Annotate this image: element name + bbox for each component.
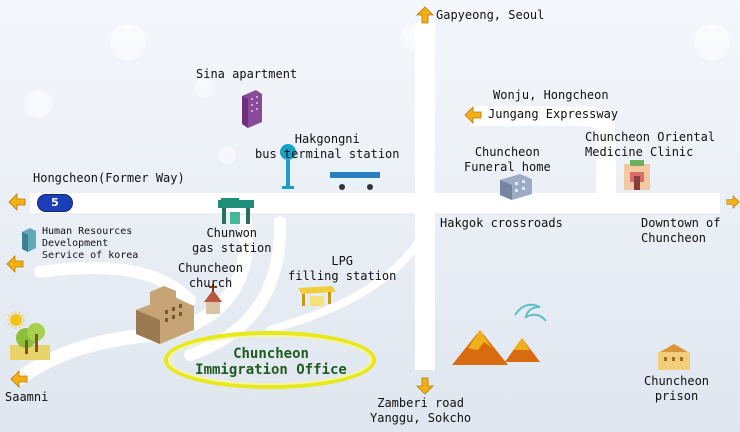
label-funeral-line1: Chuncheon	[474, 145, 540, 159]
church-icon	[204, 284, 222, 314]
label-hakgongni-line1: Hakgongni	[294, 132, 360, 146]
arrow-left-icon	[10, 370, 28, 388]
sparkles	[24, 24, 730, 164]
label-jungang: Jungang Expressway	[488, 107, 619, 121]
label-gapyeong: Gapyeong, Seoul	[436, 8, 545, 22]
prison-icon	[658, 344, 690, 370]
label-gs-line1: Chunwon	[206, 226, 258, 240]
label-prison-line1: Chuncheon	[644, 374, 710, 388]
label-hakgongni: Hakgongni bus terminal station	[255, 132, 400, 162]
label-immigration-line2: Immigration Office	[195, 362, 347, 378]
label-hr-line3: Service of korea	[42, 250, 139, 261]
label-zamberi-line2: Yanggu, Sokcho	[370, 411, 472, 425]
hr-building-icon	[22, 228, 36, 252]
main-road-vertical	[415, 22, 435, 370]
label-zamberi: Zamberi road Yanggu, Sokcho	[370, 396, 471, 426]
label-prison: Chuncheon prison	[644, 374, 709, 404]
bus-icon	[330, 168, 380, 190]
arrow-down-icon	[416, 377, 434, 395]
label-immigration-office[interactable]: Chuncheon Immigration Office	[176, 346, 366, 378]
label-downtown: Downtown of Chuncheon	[641, 216, 720, 246]
label-saamni: Saamni	[5, 390, 49, 404]
label-hongcheon: Hongcheon(Former Way)	[33, 171, 185, 185]
label-hr-line1: Human Resources	[42, 226, 133, 237]
apartment-icon	[242, 90, 262, 128]
label-hakgongni-line2: bus terminal station	[255, 147, 400, 161]
clinic-icon	[624, 160, 650, 190]
label-zamberi-line1: Zamberi road	[377, 396, 464, 410]
highlight-oval	[164, 331, 376, 389]
main-road-horizontal	[30, 193, 720, 213]
route-5-badge: 5	[37, 194, 73, 212]
expressway-branch	[470, 106, 616, 195]
label-oriental-line1: Chuncheon Oriental	[585, 130, 716, 144]
label-gas-station: Chunwon gas station	[192, 226, 271, 256]
label-gs-line2: gas station	[192, 241, 272, 255]
label-lpg-station: LPG filling station	[288, 254, 396, 284]
label-church-line2: church	[188, 276, 233, 290]
bus-stop-icon	[280, 144, 296, 189]
label-downtown-line1: Downtown of	[641, 216, 721, 230]
label-hr-service: Human Resources Development Service of k…	[42, 226, 138, 262]
mountains-icon	[452, 303, 547, 365]
label-immigration-line1: Chuncheon	[233, 346, 309, 362]
funeral-home-icon	[500, 174, 532, 200]
arrow-left-icon	[464, 106, 482, 124]
label-prison-line2: prison	[654, 389, 699, 403]
lpg-station-icon	[298, 286, 336, 306]
label-church: Chuncheon church	[178, 261, 243, 291]
arrow-right-icon	[726, 195, 740, 209]
label-lpg-line2: filling station	[288, 269, 397, 283]
label-sina-apartment: Sina apartment	[196, 67, 298, 81]
label-funeral-home: Chuncheon Funeral home	[464, 145, 551, 175]
label-lpg-line1: LPG	[331, 254, 354, 268]
arrow-left-icon	[8, 193, 26, 211]
label-hakgok-crossroads: Hakgok crossroads	[440, 216, 563, 230]
arrow-left-icon	[6, 255, 24, 273]
trees-icon	[7, 311, 50, 360]
label-oriental-line2: Medicine Clinic	[585, 145, 694, 159]
gas-station-icon	[218, 198, 254, 224]
label-funeral-line2: Funeral home	[464, 160, 551, 174]
immigration-office-icon	[136, 286, 194, 344]
label-downtown-line2: Chuncheon	[641, 231, 707, 245]
label-hr-line2: Development	[42, 238, 109, 249]
label-wonju: Wonju, Hongcheon	[493, 88, 609, 102]
arrow-up-icon	[416, 6, 434, 24]
label-church-line1: Chuncheon	[178, 261, 244, 275]
label-oriental-clinic: Chuncheon Oriental Medicine Clinic	[585, 130, 715, 160]
